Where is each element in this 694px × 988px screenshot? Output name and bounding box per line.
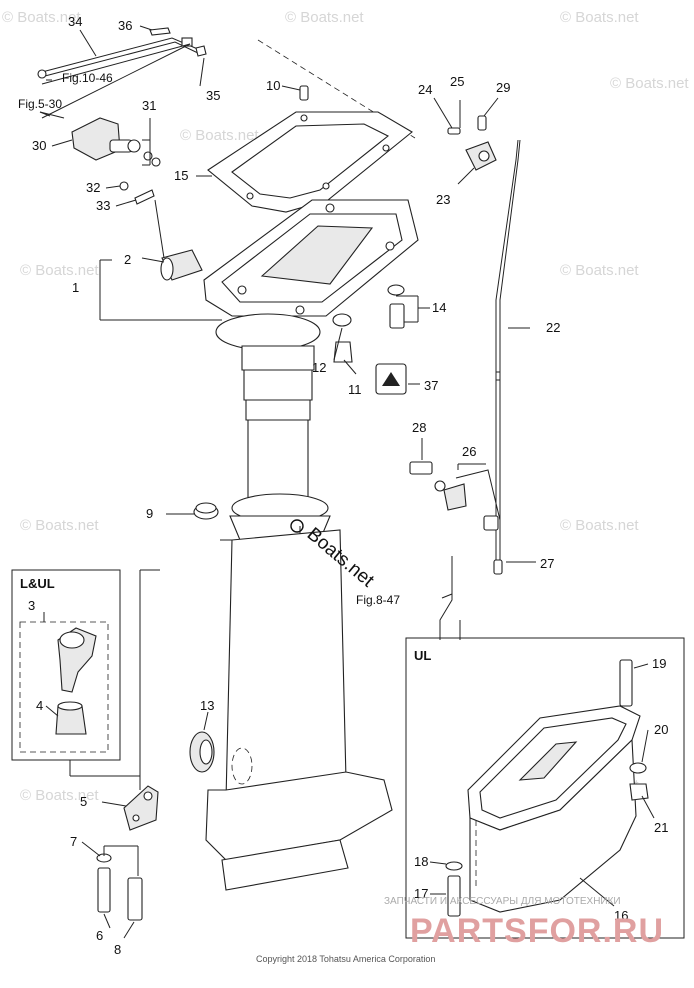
watermark: © Boats.net [560,9,639,26]
shop-name: PARTSFOR.RU [410,912,664,950]
leader-lines [39,25,655,939]
upper-mount [203,199,419,351]
callout-33: 33 [96,198,110,213]
figure-references: Fig.10-46 Fig.5-30 Fig.8-47 [18,71,400,607]
callout-17: 17 [414,886,428,901]
fig-ref-5-30: Fig.5-30 [18,97,62,111]
bracket-assembly [96,569,160,921]
callout-27: 27 [540,556,554,571]
callout-19: 19 [652,656,666,671]
callout-37: 37 [424,378,438,393]
watermark: © Boats.net [560,517,639,534]
callout-labels: 1 2 3 4 5 6 7 8 9 10 11 12 13 14 15 16 1… [28,14,668,957]
watermark: © Boats.net [180,127,259,144]
callout-15: 15 [174,168,188,183]
watermark-mark [290,519,304,533]
callout-12: 12 [312,360,326,375]
callout-6: 6 [96,928,103,943]
gasket [207,111,413,213]
callout-20: 20 [654,722,668,737]
callout-4: 4 [36,698,43,713]
grommet [189,731,215,773]
callout-11: 11 [348,382,362,397]
watermark: © Boats.net [2,9,81,26]
shop-watermark: ЗАПЧАСТИ И АКСЕССУАРЫ ДЛЯ МОТОТЕХНИКИ PA… [384,896,664,950]
callout-14: 14 [432,300,446,315]
callout-5: 5 [80,794,87,809]
callout-36: 36 [118,18,132,33]
warning-icon [382,372,400,386]
shift-rod-assembly [409,100,521,640]
callout-34: 34 [68,14,82,29]
callout-18: 18 [414,854,428,869]
bushing [160,249,203,281]
callout-10: 10 [266,78,280,93]
watermark: © Boats.net [20,517,99,534]
lul-detail-box [11,569,140,777]
shop-tagline: ЗАПЧАСТИ И АКСЕССУАРЫ ДЛЯ МОТОТЕХНИКИ [384,896,621,907]
watermark: © Boats.net [20,787,99,804]
fig-ref-10-46: Fig.10-46 [62,71,113,85]
callout-3: 3 [28,598,35,613]
callout-16: 16 [614,908,628,923]
callout-25: 25 [450,74,464,89]
fasteners-right [332,284,407,395]
callout-23: 23 [436,192,450,207]
callout-2: 2 [124,252,131,267]
throttle-rod-assembly [37,27,207,119]
callout-22: 22 [546,320,560,335]
lul-box-title: L&UL [20,576,55,591]
callout-24: 24 [418,82,432,97]
callout-35: 35 [206,88,220,103]
drain-plug [193,502,219,520]
ul-detail-box [405,637,685,939]
copyright-footer: Copyright 2018 Tohatsu America Corporati… [256,954,435,964]
callout-32: 32 [86,180,100,195]
callout-7: 7 [70,834,77,849]
dowel-pin [299,85,309,101]
callout-26: 26 [462,444,476,459]
callout-29: 29 [496,80,510,95]
driveshaft-housing [205,345,393,891]
callout-9: 9 [146,506,153,521]
callout-8: 8 [114,942,121,957]
watermark: © Boats.net [610,75,689,92]
callout-13: 13 [200,698,214,713]
ul-box-title: UL [414,648,431,663]
watermark: © Boats.net [285,9,364,26]
callout-31: 31 [142,98,156,113]
watermark: © Boats.net [20,262,99,279]
throttle-cam-assembly [71,117,165,259]
watermark: © Boats.net [560,262,639,279]
callout-21: 21 [654,820,668,835]
callout-30: 30 [32,138,46,153]
callout-1: 1 [72,280,79,295]
callout-28: 28 [412,420,426,435]
fig-ref-8-47: Fig.8-47 [356,593,400,607]
